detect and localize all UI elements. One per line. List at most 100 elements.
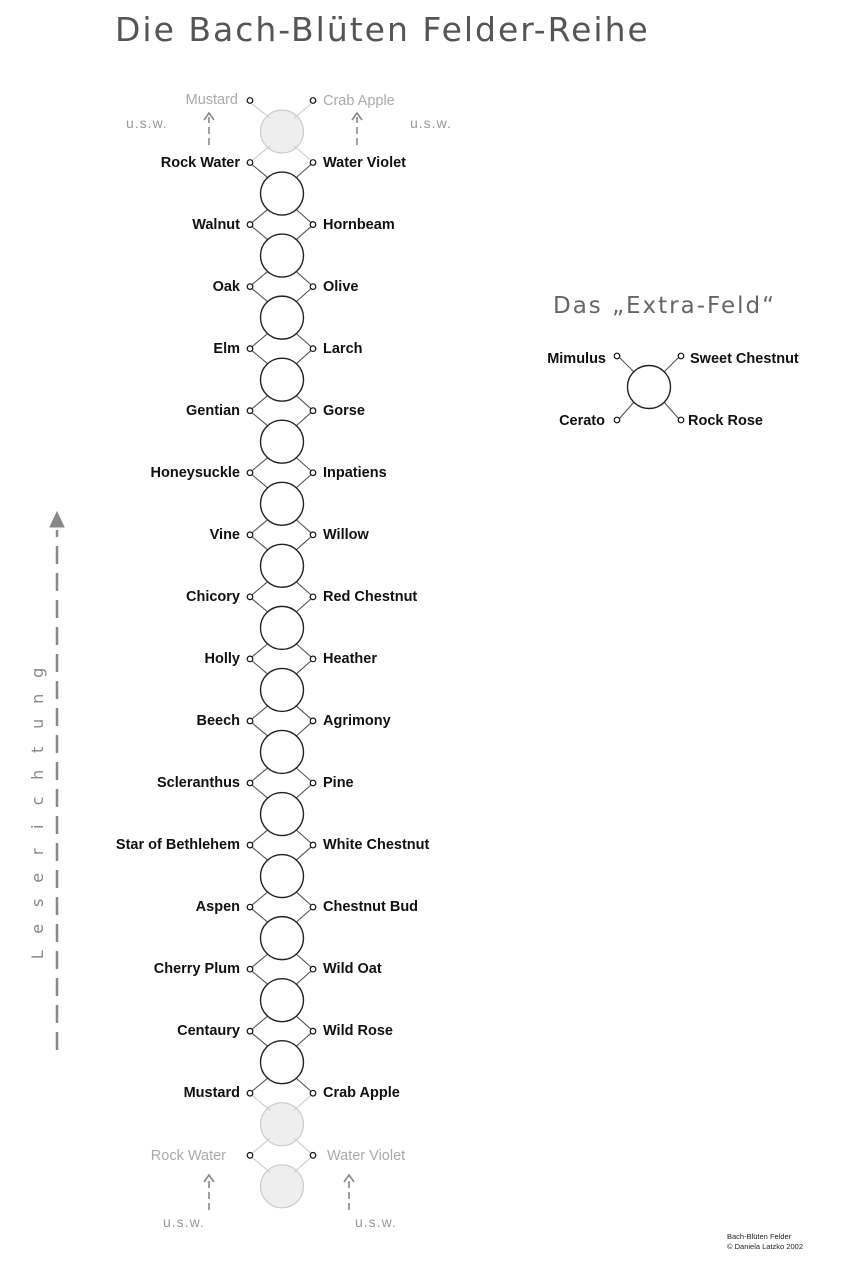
flower-label-right: Gorse <box>323 402 365 419</box>
extra-field-circle <box>626 364 672 410</box>
node-left <box>246 655 254 663</box>
field-circle <box>259 915 305 961</box>
extra-field-top-left-label: Mimulus <box>547 351 606 367</box>
flower-label-left: Scleranthus <box>157 775 240 791</box>
node-right <box>309 531 317 539</box>
connector-line <box>251 660 271 677</box>
reading-direction-letter: g <box>28 667 48 678</box>
node-left <box>246 1089 254 1097</box>
connector-line <box>251 474 271 491</box>
top-continuation-circle <box>259 109 305 154</box>
bottom-continuation-circle-2 <box>259 1164 305 1209</box>
node-right <box>309 655 317 663</box>
bottom-continuation-circle-1 <box>259 1102 305 1147</box>
field-circle <box>259 791 305 837</box>
node-left <box>246 1027 254 1035</box>
node-right <box>309 159 317 166</box>
extra-field-title: Das „Extra-Feld“ <box>553 293 777 319</box>
node-left <box>246 345 254 353</box>
connector-line <box>251 1075 271 1092</box>
flower-label-right: White Chestnut <box>323 837 430 854</box>
bottom-continuation-left-label: Rock Water <box>150 1148 226 1164</box>
connector-line <box>251 226 271 242</box>
node-left <box>246 221 254 228</box>
node-right <box>309 903 317 911</box>
reading-direction-letter: L <box>28 949 48 959</box>
reading-direction-letter: n <box>28 693 48 704</box>
extra-connector-line <box>618 401 635 420</box>
bottom-usw-right: u.s.w. <box>355 1214 397 1230</box>
flower-label-right: Wild Rose <box>323 1023 393 1040</box>
top-right-arrow-icon-head <box>351 111 363 121</box>
reading-direction-letter: c <box>28 796 48 806</box>
connector-line <box>251 350 271 367</box>
node-right <box>309 593 317 601</box>
node-left <box>246 965 254 973</box>
node-right <box>309 345 317 353</box>
bottom-right-arrow-icon-head <box>343 1173 355 1183</box>
extra-connector-line <box>663 356 680 373</box>
connector-line-faded <box>251 103 271 119</box>
flower-label-left: Oak <box>212 278 240 295</box>
extra-field-bottom-left-label: Cerato <box>559 413 605 429</box>
reading-direction-arrow-head-icon <box>49 510 65 528</box>
field-circle <box>259 543 305 589</box>
reading-direction-letter: u <box>28 718 48 730</box>
flower-label-right: Larch <box>323 340 363 357</box>
node-left-bottom-continuation <box>246 1151 254 1159</box>
extra-field-top-right-label: Sweet Chestnut <box>690 351 799 367</box>
top-continuation-left-label: Mustard <box>185 92 238 108</box>
flower-label-left: Chicory <box>186 588 240 605</box>
connector-line <box>251 703 271 720</box>
reading-direction-letter: h <box>28 770 48 781</box>
node-left <box>246 159 254 166</box>
flower-label-right: Hornbeam <box>323 216 395 233</box>
connector-line <box>251 846 271 863</box>
flower-label-right: Crab Apple <box>323 1085 400 1102</box>
flower-label-right: Agrimony <box>323 712 391 729</box>
node-left <box>246 903 254 911</box>
connector-line <box>251 970 271 987</box>
flower-label-left: Rock Water <box>160 154 240 171</box>
node-right-top-continuation <box>309 97 317 104</box>
connector-line <box>251 1013 271 1030</box>
node-right-bottom-continuation <box>309 1151 317 1159</box>
flower-label-right: Willow <box>323 526 369 543</box>
connector-line-faded <box>293 103 312 119</box>
field-circle <box>259 667 305 713</box>
connector-line <box>251 517 271 534</box>
connector-line <box>251 393 271 410</box>
flower-label-left: Beech <box>196 712 240 729</box>
bottom-left-arrow-icon-head <box>203 1173 215 1183</box>
reading-direction-letter: t <box>28 746 48 753</box>
connector-line-faded <box>251 145 271 161</box>
field-circle <box>259 233 305 278</box>
connector-line-faded <box>251 1137 271 1154</box>
flower-label-left: Walnut <box>192 216 240 233</box>
node-right <box>309 1089 317 1097</box>
node-right <box>309 779 317 787</box>
node-left <box>246 469 254 477</box>
connector-line <box>251 908 271 925</box>
bottom-usw-left: u.s.w. <box>163 1214 205 1230</box>
flower-label-left: Elm <box>213 340 240 357</box>
extra-node <box>677 416 685 424</box>
field-circle <box>259 171 305 216</box>
flower-label-right: Heather <box>323 650 377 667</box>
page-title: Die Bach-Blüten Felder-Reihe <box>115 10 650 49</box>
node-left-top-continuation <box>246 97 254 104</box>
node-right <box>309 469 317 477</box>
connector-line <box>251 641 271 658</box>
flower-label-right: Pine <box>323 775 354 791</box>
field-circle <box>259 481 305 526</box>
flower-label-left: Vine <box>209 526 240 543</box>
connector-line <box>251 1032 271 1049</box>
flower-label-right: Water Violet <box>323 154 406 171</box>
extra-field-bottom-right-label: Rock Rose <box>688 413 763 429</box>
node-right <box>309 965 317 973</box>
connector-line-faded <box>251 1156 271 1173</box>
connector-line <box>251 288 271 305</box>
node-left <box>246 717 254 725</box>
top-usw-left: u.s.w. <box>126 115 168 131</box>
connector-line <box>251 951 271 968</box>
